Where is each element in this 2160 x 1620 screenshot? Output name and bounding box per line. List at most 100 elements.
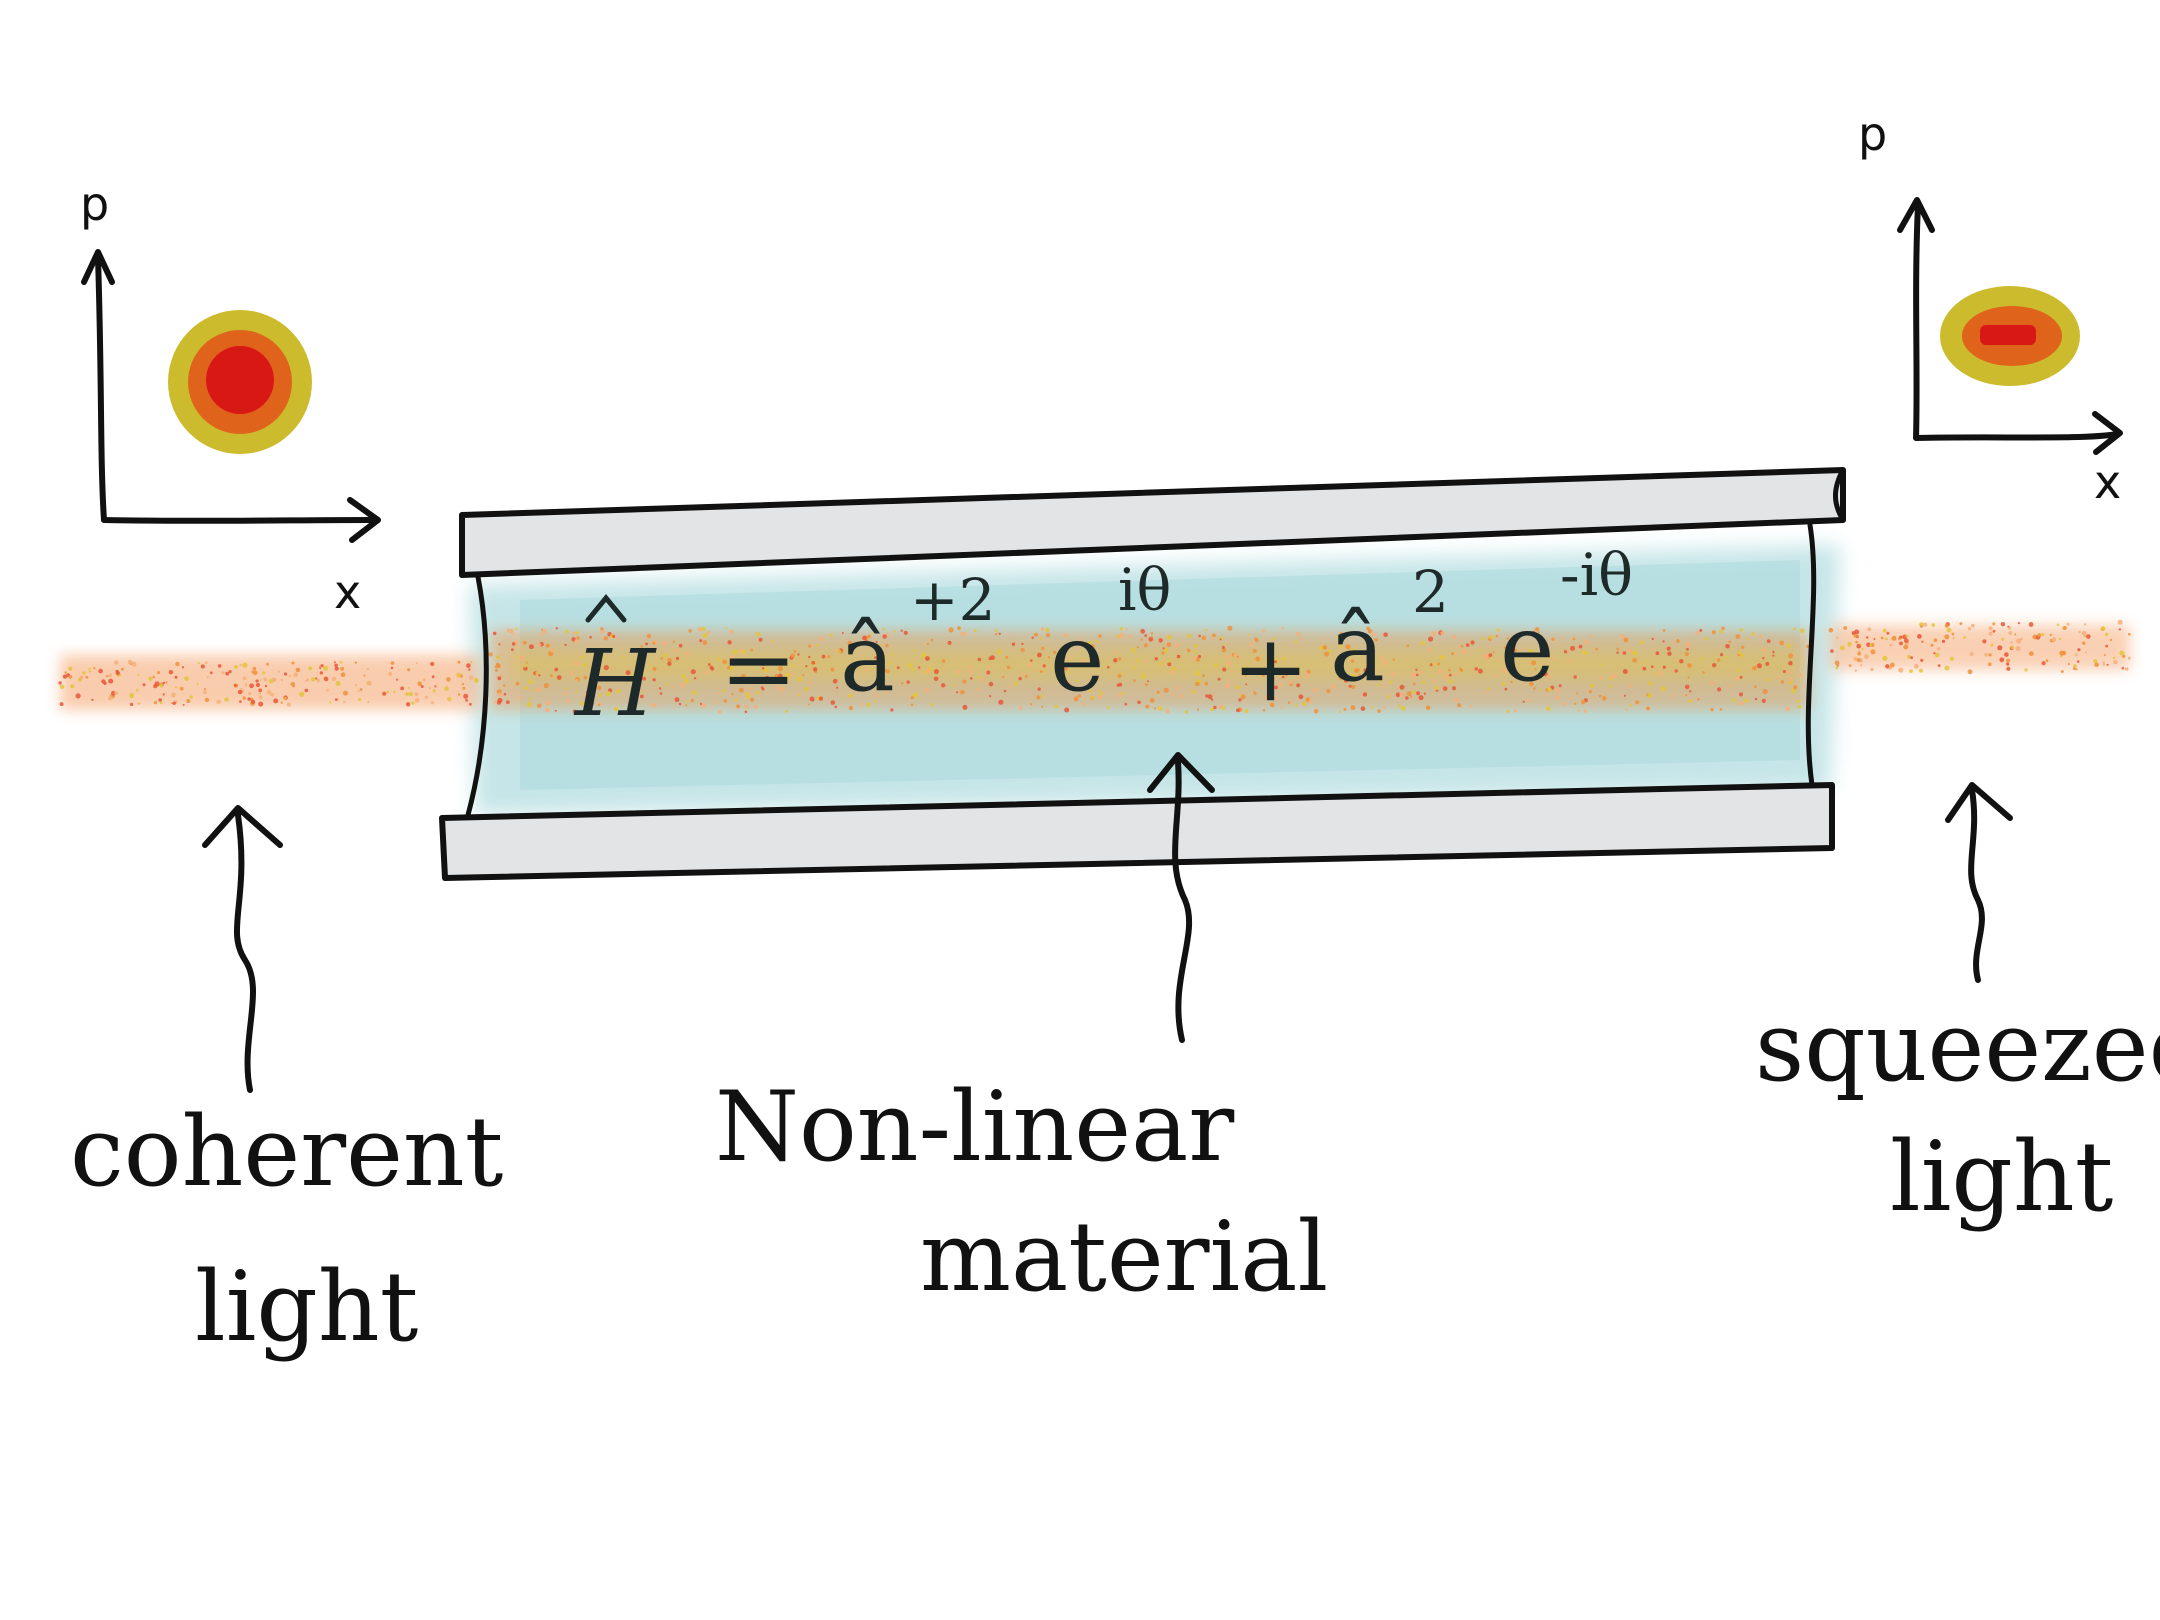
beam-dot — [1772, 654, 1775, 657]
beam-dot — [1088, 662, 1093, 667]
beam-dot — [1090, 644, 1095, 649]
beam-dot — [591, 687, 596, 691]
beam-dot — [1599, 676, 1603, 680]
beam-dot — [1503, 646, 1507, 649]
beam-dot — [382, 691, 387, 696]
beam-dot — [588, 688, 593, 693]
beam-dot — [2000, 622, 2006, 627]
beam-dot — [731, 693, 734, 696]
beam-dot — [1686, 647, 1689, 651]
beam-dot — [1420, 670, 1424, 674]
beam-dot — [690, 669, 696, 675]
beam-dot — [2006, 666, 2011, 671]
beam-dot — [1516, 678, 1519, 681]
beam-dot — [511, 660, 515, 664]
beam-dot — [415, 662, 418, 665]
beam-dot — [542, 629, 548, 634]
beam-dot — [753, 704, 758, 709]
beam-dot — [354, 661, 358, 664]
beam-dot — [1758, 635, 1763, 639]
beam-dot — [790, 653, 795, 658]
beam-dot — [924, 687, 930, 693]
beam-dot — [503, 684, 506, 687]
beam-dot — [2014, 633, 2017, 636]
beam-dot — [1081, 659, 1086, 664]
beam-dot — [959, 631, 964, 636]
beam-dot — [1174, 642, 1180, 648]
beam-dot — [962, 632, 967, 637]
beam-dot — [1041, 646, 1045, 651]
beam-dot — [154, 681, 160, 687]
term1-superscript: +2 — [910, 566, 996, 634]
beam-dot — [1728, 684, 1731, 688]
beam-dot — [1150, 632, 1154, 635]
beam-dot — [885, 669, 890, 674]
beam-dot — [701, 626, 706, 632]
term1-exponential: e — [1050, 605, 1104, 712]
beam-dot — [2001, 637, 2005, 641]
beam-dot — [1224, 643, 1227, 646]
beam-dot — [627, 707, 633, 712]
beam-dot — [273, 698, 279, 704]
beam-dot — [808, 655, 811, 659]
beam-dot — [1655, 651, 1660, 656]
beam-dot — [512, 633, 515, 636]
beam-dot — [625, 670, 631, 676]
beam-dot — [1461, 649, 1467, 655]
beam-dot — [1689, 690, 1692, 693]
beam-dot — [263, 677, 268, 682]
beam-dot — [736, 704, 741, 709]
beam-dot — [2028, 622, 2034, 627]
beam-dot — [159, 683, 164, 688]
beam-dot — [916, 696, 919, 699]
beam-dot — [1555, 687, 1561, 693]
beam-dot — [162, 693, 165, 696]
beam-dot — [1684, 684, 1690, 690]
beam-dot — [528, 644, 534, 650]
beam-dot — [1886, 631, 1890, 635]
beam-dot — [2105, 644, 2109, 648]
beam-dot — [1020, 648, 1025, 652]
beam-dot — [1971, 623, 1975, 628]
beam-dot — [529, 697, 532, 701]
beam-dot — [2073, 664, 2077, 668]
beam-dot — [1253, 691, 1256, 694]
beam-dot — [1302, 701, 1307, 706]
beam-dot — [1448, 679, 1453, 684]
beam-dot — [1676, 639, 1680, 643]
beam-dot — [1538, 631, 1541, 634]
beam-dot — [1590, 634, 1593, 637]
beam-dot — [1399, 684, 1405, 690]
beam-dot — [575, 631, 579, 635]
beam-dot — [1351, 673, 1357, 679]
beam-dot — [862, 635, 868, 641]
beam-dot — [1674, 669, 1678, 673]
beam-dot — [2017, 622, 2021, 625]
beam-dot — [1324, 651, 1330, 657]
beam-dot — [930, 638, 934, 642]
beam-dot — [101, 679, 106, 684]
beam-dot — [1433, 662, 1437, 666]
beam-dot — [977, 676, 980, 679]
equals-sign: = — [720, 615, 797, 722]
beam-dot — [85, 675, 89, 679]
beam-dot — [574, 639, 579, 644]
beam-dot — [2015, 646, 2021, 651]
beam-dot — [1278, 682, 1284, 688]
beam-dot — [1184, 710, 1189, 714]
beam-dot — [706, 630, 711, 635]
beam-dot — [1339, 671, 1343, 675]
beam-dot — [2041, 661, 2046, 666]
beam-dot — [1221, 645, 1225, 649]
beam-dot — [1504, 687, 1508, 691]
beam-dot — [277, 670, 281, 673]
beam-dot — [1095, 639, 1099, 644]
beam-dot — [2010, 645, 2014, 650]
beam-dot — [1287, 701, 1291, 704]
beam-dot — [1390, 671, 1396, 677]
beam-dot — [860, 702, 863, 706]
beam-dot — [498, 643, 501, 646]
beam-dot — [580, 701, 585, 706]
beam-dot — [1672, 694, 1676, 698]
